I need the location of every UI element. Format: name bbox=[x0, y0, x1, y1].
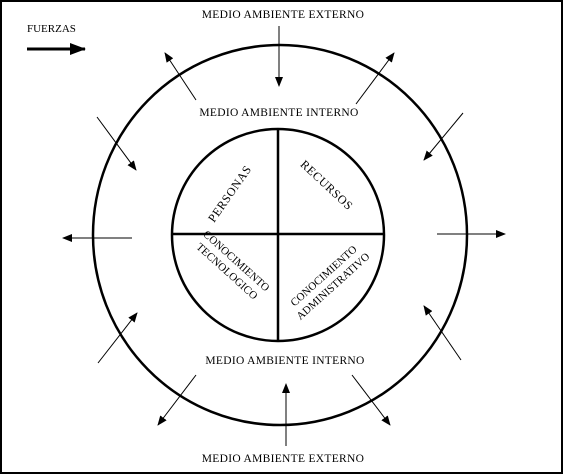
quadrant-conocimiento-tecnologico: CONOCIMIENTO TECNOLOGICO bbox=[194, 228, 272, 302]
force-arrow-bottom-left-out bbox=[157, 374, 197, 426]
internal-environment-ellipse bbox=[91, 43, 469, 427]
external-environment-top-label: MEDIO AMBIENTE EXTERNO bbox=[202, 9, 364, 21]
force-arrow-upper-right-in bbox=[423, 112, 464, 161]
force-arrow-lower-left-in bbox=[97, 312, 138, 364]
internal-environment-top-label: MEDIO AMBIENTE INTERNO bbox=[199, 107, 358, 119]
quadrant-conocimiento-administrativo: CONOCIMIENTO ADMINISTRATIVO bbox=[288, 243, 372, 322]
force-arrow-lower-right-in bbox=[423, 305, 462, 361]
force-arrow-top-right-out bbox=[355, 52, 395, 105]
force-arrow-upper-left-in bbox=[96, 116, 137, 171]
force-arrow-bottom-right-out bbox=[351, 374, 391, 426]
quadrant-recursos: RECURSOS bbox=[298, 157, 356, 213]
legend-label: FUERZAS bbox=[27, 23, 76, 35]
external-environment-bottom-label: MEDIO AMBIENTE EXTERNO bbox=[202, 453, 364, 465]
internal-environment-bottom-label: MEDIO AMBIENTE INTERNO bbox=[205, 355, 364, 367]
force-arrows bbox=[62, 26, 506, 446]
force-arrow-top-left-out bbox=[164, 52, 197, 101]
quadrant-personas: PERSONAS bbox=[205, 163, 254, 225]
